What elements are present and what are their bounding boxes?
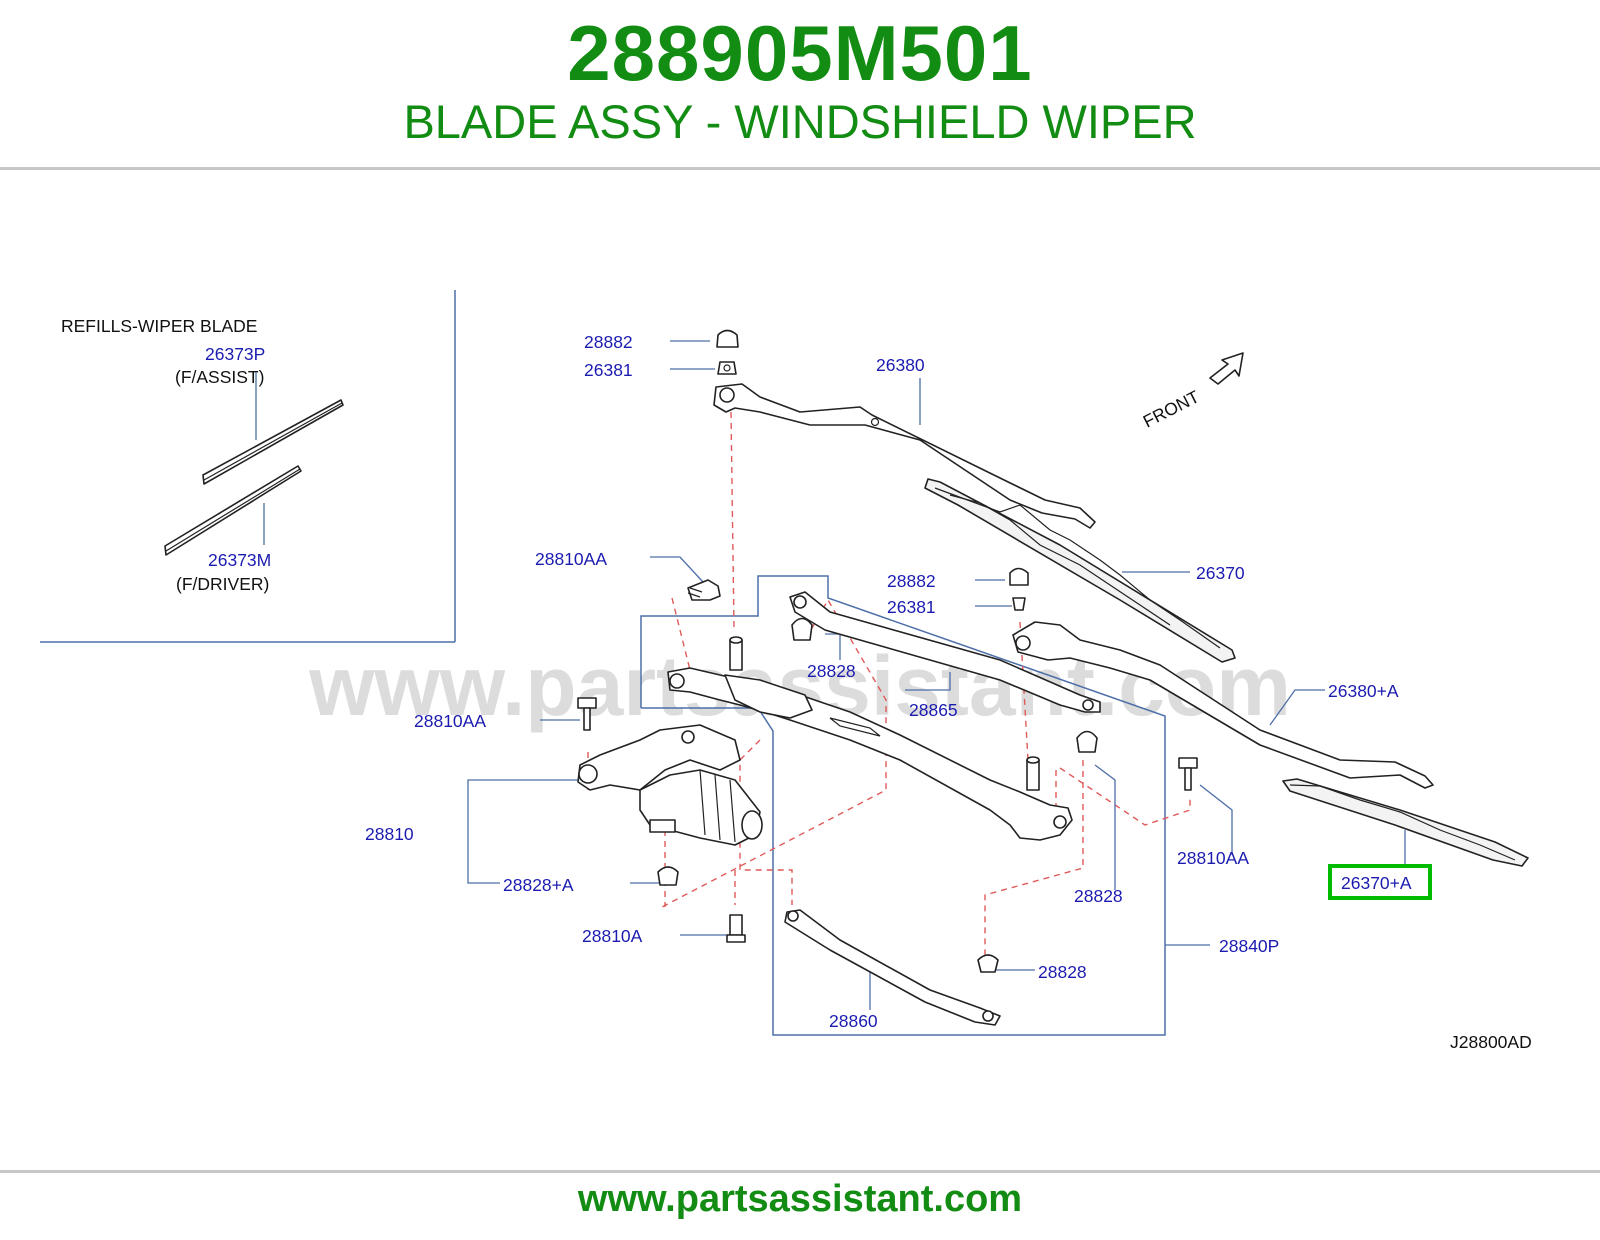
footer-url[interactable]: www.partsassistant.com [577, 1178, 1023, 1220]
bushing-28828-c [977, 954, 999, 973]
header-divider [0, 167, 1600, 170]
footer-divider [0, 1170, 1600, 1173]
label-28810AA-b[interactable]: 28810AA [414, 711, 486, 731]
label-28810A[interactable]: 28810A [582, 926, 643, 946]
part-description: BLADE ASSY - WINDSHIELD WIPER [403, 95, 1197, 148]
wiper-arm-26380 [713, 383, 1096, 529]
bolt-28810AA-a [687, 579, 721, 601]
label-28882-a[interactable]: 28882 [584, 332, 633, 352]
refills-inset: REFILLS-WIPER BLADE 26373P (F/ASSIST) 26… [40, 290, 456, 643]
wiper-blade-26370 [924, 478, 1236, 663]
nut-26381-a [717, 361, 737, 375]
bushing-28828A [657, 866, 679, 886]
label-26380[interactable]: 26380 [876, 355, 925, 375]
front-indicator: FRONT [1140, 352, 1244, 432]
label-28828-a[interactable]: 28828 [807, 661, 856, 681]
bolt-28810AA-b [577, 697, 597, 709]
label-28882-b[interactable]: 28882 [887, 571, 936, 591]
label-26381-b[interactable]: 26381 [887, 597, 936, 617]
label-f-driver: (F/DRIVER) [176, 574, 269, 594]
link-rod-28860 [784, 909, 1001, 1026]
front-arrow-icon [1209, 352, 1244, 385]
nut-26381-b [1012, 597, 1026, 611]
part-labels: 28882 26381 26380 26370 28810AA 28882 26… [365, 332, 1399, 1031]
header: 288905M501 BLADE ASSY - WINDSHIELD WIPER [0, 0, 1600, 170]
cap-28882-a [716, 329, 739, 348]
wiper-arm-26380A [1012, 621, 1434, 789]
label-28810AA-a[interactable]: 28810AA [535, 549, 607, 569]
drawing-code: J28800AD [1450, 1032, 1532, 1052]
wiper-motor-28810 [577, 724, 763, 846]
cap-28882-b [1009, 567, 1029, 586]
label-26370[interactable]: 26370 [1196, 563, 1245, 583]
part-number-title: 288905M501 [567, 9, 1033, 97]
wiper-blade-26370A [1282, 778, 1529, 867]
linkage-bracket [640, 575, 1166, 1036]
label-28810AA-c[interactable]: 28810AA [1177, 848, 1249, 868]
refills-title: REFILLS-WIPER BLADE [61, 316, 257, 336]
link-rod-28865 [789, 591, 1101, 713]
label-26373P[interactable]: 26373P [205, 344, 265, 364]
fasteners [577, 329, 1198, 973]
label-f-assist: (F/ASSIST) [175, 367, 264, 387]
label-26380A[interactable]: 26380+A [1328, 681, 1399, 701]
label-28865[interactable]: 28865 [909, 700, 958, 720]
linkage-frame-28840P [667, 636, 1073, 841]
label-26381-a[interactable]: 26381 [584, 360, 633, 380]
front-label: FRONT [1140, 386, 1203, 431]
label-28860[interactable]: 28860 [829, 1011, 878, 1031]
label-28810[interactable]: 28810 [365, 824, 414, 844]
label-28840P[interactable]: 28840P [1219, 936, 1279, 956]
leader-lines [467, 340, 1406, 1010]
bolt-28810AA-c [1178, 757, 1198, 769]
label-26373M[interactable]: 26373M [208, 550, 271, 570]
label-28828-b[interactable]: 28828 [1074, 886, 1123, 906]
highlight-box [1328, 864, 1432, 900]
assembly-lines [587, 411, 1191, 958]
bushing-28828-b [1076, 730, 1098, 753]
highlighted-part[interactable]: 26370+A [1328, 864, 1432, 900]
label-26370A[interactable]: 26370+A [1341, 873, 1412, 893]
bolt-28810A [729, 914, 743, 936]
bushing-28828-a [791, 617, 813, 641]
label-28828-c[interactable]: 28828 [1038, 962, 1087, 982]
label-28828A[interactable]: 28828+A [503, 875, 574, 895]
